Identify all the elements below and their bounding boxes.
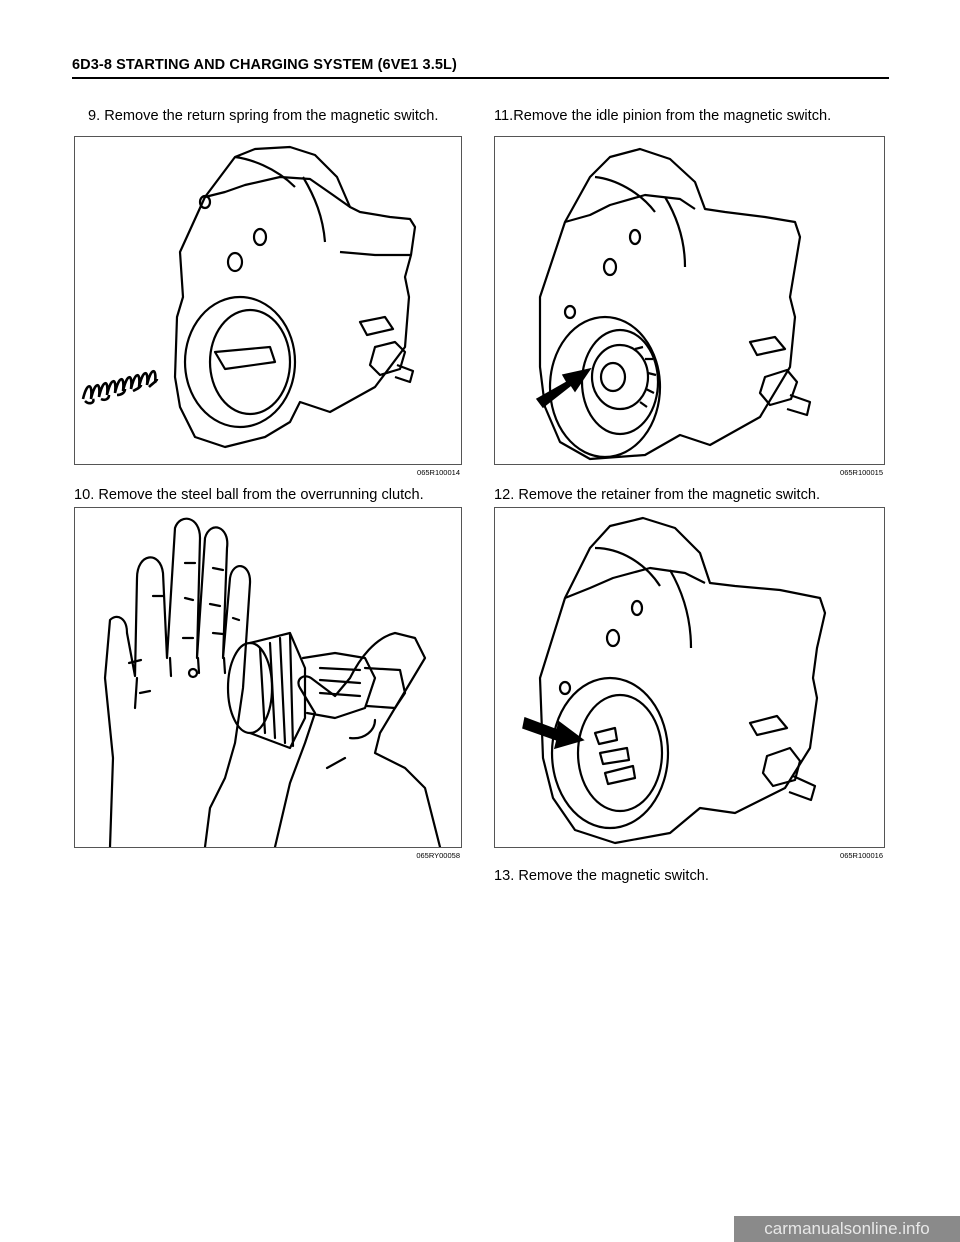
housing-with-spring-illustration bbox=[81, 145, 417, 449]
housing-with-pinion-illustration bbox=[535, 147, 812, 461]
page-title: 6D3-8 STARTING AND CHARGING SYSTEM (6VE1… bbox=[72, 57, 457, 73]
return-spring bbox=[81, 369, 159, 405]
hands-with-clutch-illustration bbox=[103, 517, 442, 847]
arrow-icon bbox=[535, 367, 592, 409]
step-9-text: 9. Remove the return spring from the mag… bbox=[88, 108, 439, 124]
header-rule bbox=[72, 77, 889, 79]
figure-steel-ball bbox=[74, 507, 462, 848]
step-12-text: 12. Remove the retainer from the magneti… bbox=[494, 487, 821, 503]
figure-idle-pinion bbox=[494, 136, 885, 465]
step-11-text: 11.Remove the idle pinion from the magne… bbox=[494, 108, 832, 124]
step-13-text: 13. Remove the magnetic switch. bbox=[494, 868, 709, 884]
figure-retainer bbox=[494, 507, 885, 848]
housing-with-retainer-illustration bbox=[522, 516, 827, 845]
arrow-icon bbox=[522, 716, 585, 750]
figure-return-spring bbox=[74, 136, 462, 465]
figure-code: 065R100016 bbox=[840, 851, 883, 860]
watermark: carmanualsonline.info bbox=[734, 1216, 960, 1242]
figure-code: 065R100014 bbox=[417, 468, 460, 477]
figure-code: 065R100015 bbox=[840, 468, 883, 477]
step-10-text: 10. Remove the steel ball from the overr… bbox=[74, 487, 424, 503]
figure-code: 065RY00058 bbox=[416, 851, 460, 860]
